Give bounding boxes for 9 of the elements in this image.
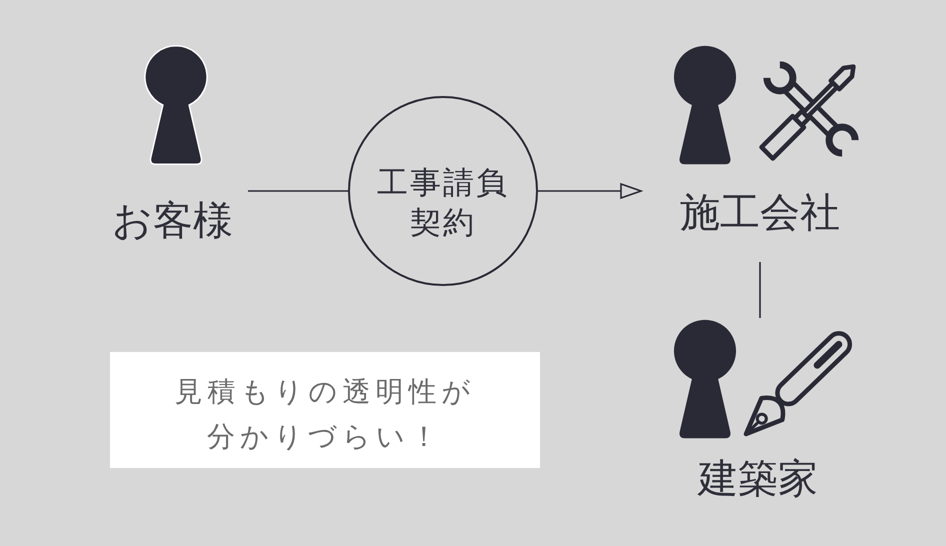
connector-line (759, 262, 761, 318)
arrow (538, 183, 642, 199)
node-label: 工事請負契約 (376, 164, 510, 243)
connector-line (248, 190, 348, 192)
node-label: お客様 (112, 197, 233, 245)
note-text: 見積もりの透明性が分かりづらい！ (174, 374, 476, 455)
node-label: 施工会社 (680, 189, 840, 237)
note-box (110, 352, 540, 468)
node-label: 建築家 (698, 455, 818, 503)
